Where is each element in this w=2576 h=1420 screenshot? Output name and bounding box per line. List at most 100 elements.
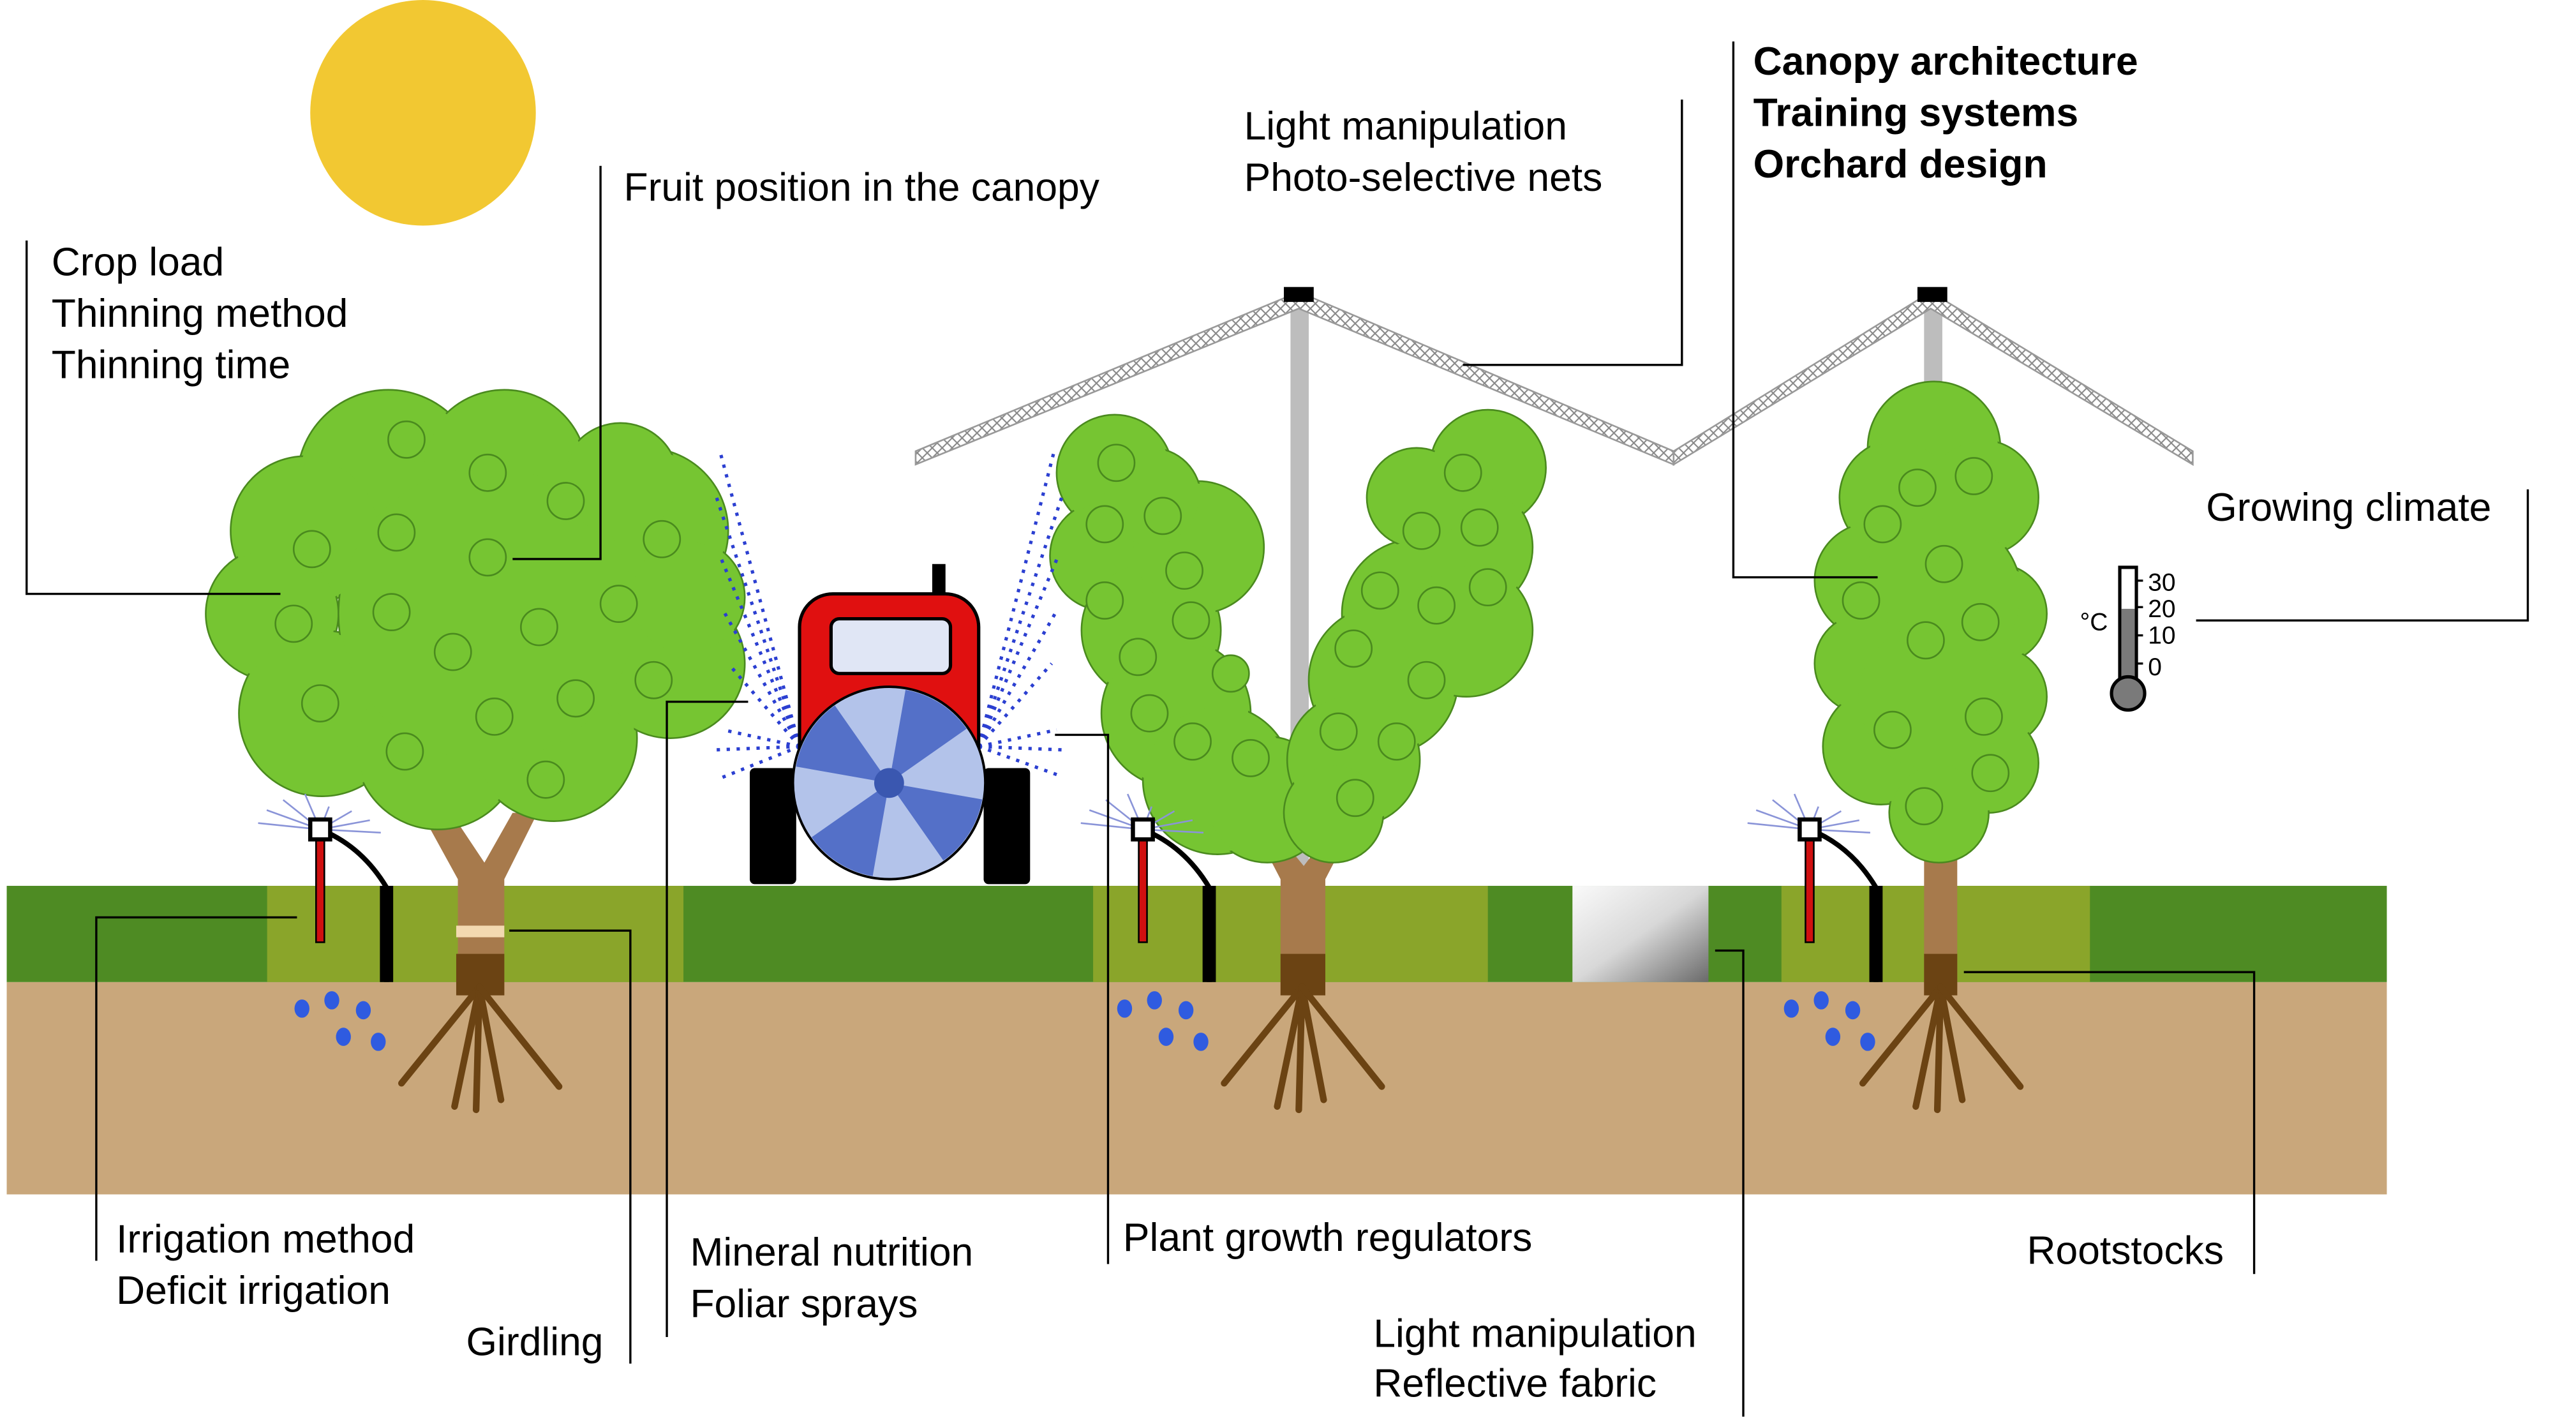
fruit	[1130, 694, 1169, 733]
root	[1221, 983, 1306, 1087]
fruit	[1377, 722, 1416, 761]
root	[1295, 983, 1306, 1114]
label-foliar-sprays: Foliar sprays	[690, 1282, 918, 1326]
sprinkler-head	[1798, 817, 1822, 842]
spray-jet	[977, 613, 1057, 747]
label-thinning-time: Thinning time	[52, 343, 290, 387]
label-mineral-nutrition: Mineral nutrition	[690, 1230, 973, 1274]
root	[1274, 983, 1306, 1110]
root	[451, 983, 483, 1110]
label-plant-growth-regulators: Plant growth regulators	[1123, 1216, 1532, 1260]
label-thinning-method: Thinning method	[52, 292, 348, 336]
fruit	[526, 760, 565, 799]
fruit	[1402, 511, 1441, 550]
irrigation-emitter	[1080, 793, 1216, 1051]
label-rootstocks: Rootstocks	[2027, 1229, 2224, 1273]
leaf-fill	[565, 425, 676, 537]
leader-irrigation	[95, 916, 297, 1261]
fruit	[1407, 661, 1446, 699]
fan-hub	[874, 768, 904, 798]
fruit	[1097, 444, 1136, 482]
thermometer-ticks	[2136, 579, 2143, 665]
spray-jets	[715, 447, 1064, 782]
net-cap	[1284, 287, 1314, 303]
label-photo-selective-nets: Photo-selective nets	[1244, 156, 1603, 200]
fan-blade	[796, 705, 890, 783]
water-drop	[1178, 1001, 1194, 1020]
irrigation-emitters	[258, 793, 1883, 1051]
spray-jet	[716, 745, 800, 752]
water-drop	[1845, 1001, 1861, 1020]
net-cap	[1917, 287, 1947, 303]
root	[1299, 983, 1385, 1090]
leader-crop-load	[26, 240, 281, 595]
thermometer: °C 30 20 10 0	[2080, 565, 2176, 712]
water-drop	[324, 991, 339, 1010]
label-deficit-irrigation: Deficit irrigation	[116, 1269, 391, 1313]
spray-jet	[978, 745, 1062, 752]
water-drop	[1147, 991, 1162, 1010]
tree-canopy-1	[205, 389, 746, 830]
spray-jet	[978, 728, 1057, 749]
water-drop	[371, 1033, 386, 1051]
fruit	[387, 420, 426, 459]
water-drop	[1813, 991, 1829, 1010]
spray-jet	[715, 497, 801, 747]
water-drop	[336, 1028, 351, 1046]
leader-rootstocks	[1963, 971, 2256, 1274]
leader-climate	[2196, 489, 2529, 622]
tree-canopy-3	[1283, 408, 1547, 863]
root	[398, 983, 483, 1087]
label-growing-climate: Growing climate	[2206, 486, 2491, 530]
label-light-manipulation-fabric: Light manipulation	[1373, 1312, 1696, 1356]
root	[476, 983, 505, 1103]
tractor-wheel	[983, 768, 1031, 885]
water-drop	[1783, 999, 1799, 1018]
fruit	[1085, 581, 1124, 620]
fruit	[1165, 551, 1203, 590]
spray-jet	[977, 555, 1060, 747]
fruit	[1085, 505, 1124, 544]
fruit	[1898, 468, 1937, 507]
water-drop	[1825, 1028, 1841, 1046]
leader-fruit-position	[512, 165, 602, 560]
irrigation-emitter	[258, 793, 394, 1051]
trunk	[421, 812, 538, 996]
sprinkler-riser	[315, 837, 325, 943]
fruit	[1863, 505, 1902, 544]
fruit	[1336, 779, 1374, 818]
temp-tick-20: 20	[2148, 595, 2175, 623]
temp-unit: °C	[2080, 609, 2108, 636]
temp-tick-10: 10	[2148, 622, 2175, 650]
fruit	[1961, 602, 2000, 641]
fan-blade	[889, 689, 967, 783]
fruit	[643, 519, 681, 558]
fruit	[546, 482, 585, 520]
spray-jet	[718, 555, 801, 747]
label-irrigation-method: Irrigation method	[116, 1217, 415, 1261]
fruit	[475, 698, 514, 736]
fruit	[1319, 712, 1358, 751]
label-training-systems: Training systems	[1753, 91, 2079, 135]
tractor-window	[829, 617, 953, 675]
fruit	[1873, 710, 1912, 749]
leader-lines	[26, 41, 2529, 1417]
pipe-post	[380, 886, 394, 982]
water-drop	[1158, 1028, 1174, 1046]
root	[1299, 983, 1327, 1103]
leader-pgr	[1055, 733, 1110, 1264]
label-light-manipulation-nets: Light manipulation	[1244, 104, 1567, 148]
spray-jet	[718, 451, 801, 747]
sprinkler-riser	[1805, 837, 1815, 943]
leaf-fill	[1369, 450, 1464, 545]
fruit	[1334, 629, 1373, 668]
fruit	[1417, 586, 1456, 625]
leader-nutrition	[666, 700, 748, 1338]
fruit	[468, 453, 507, 492]
tractor-wheel	[750, 768, 796, 885]
spray-jet	[977, 662, 1053, 748]
reflective-fabric	[1572, 886, 1709, 982]
fruit	[1954, 457, 1993, 495]
fruit	[1905, 787, 1944, 826]
label-girdling: Girdling	[466, 1320, 604, 1364]
